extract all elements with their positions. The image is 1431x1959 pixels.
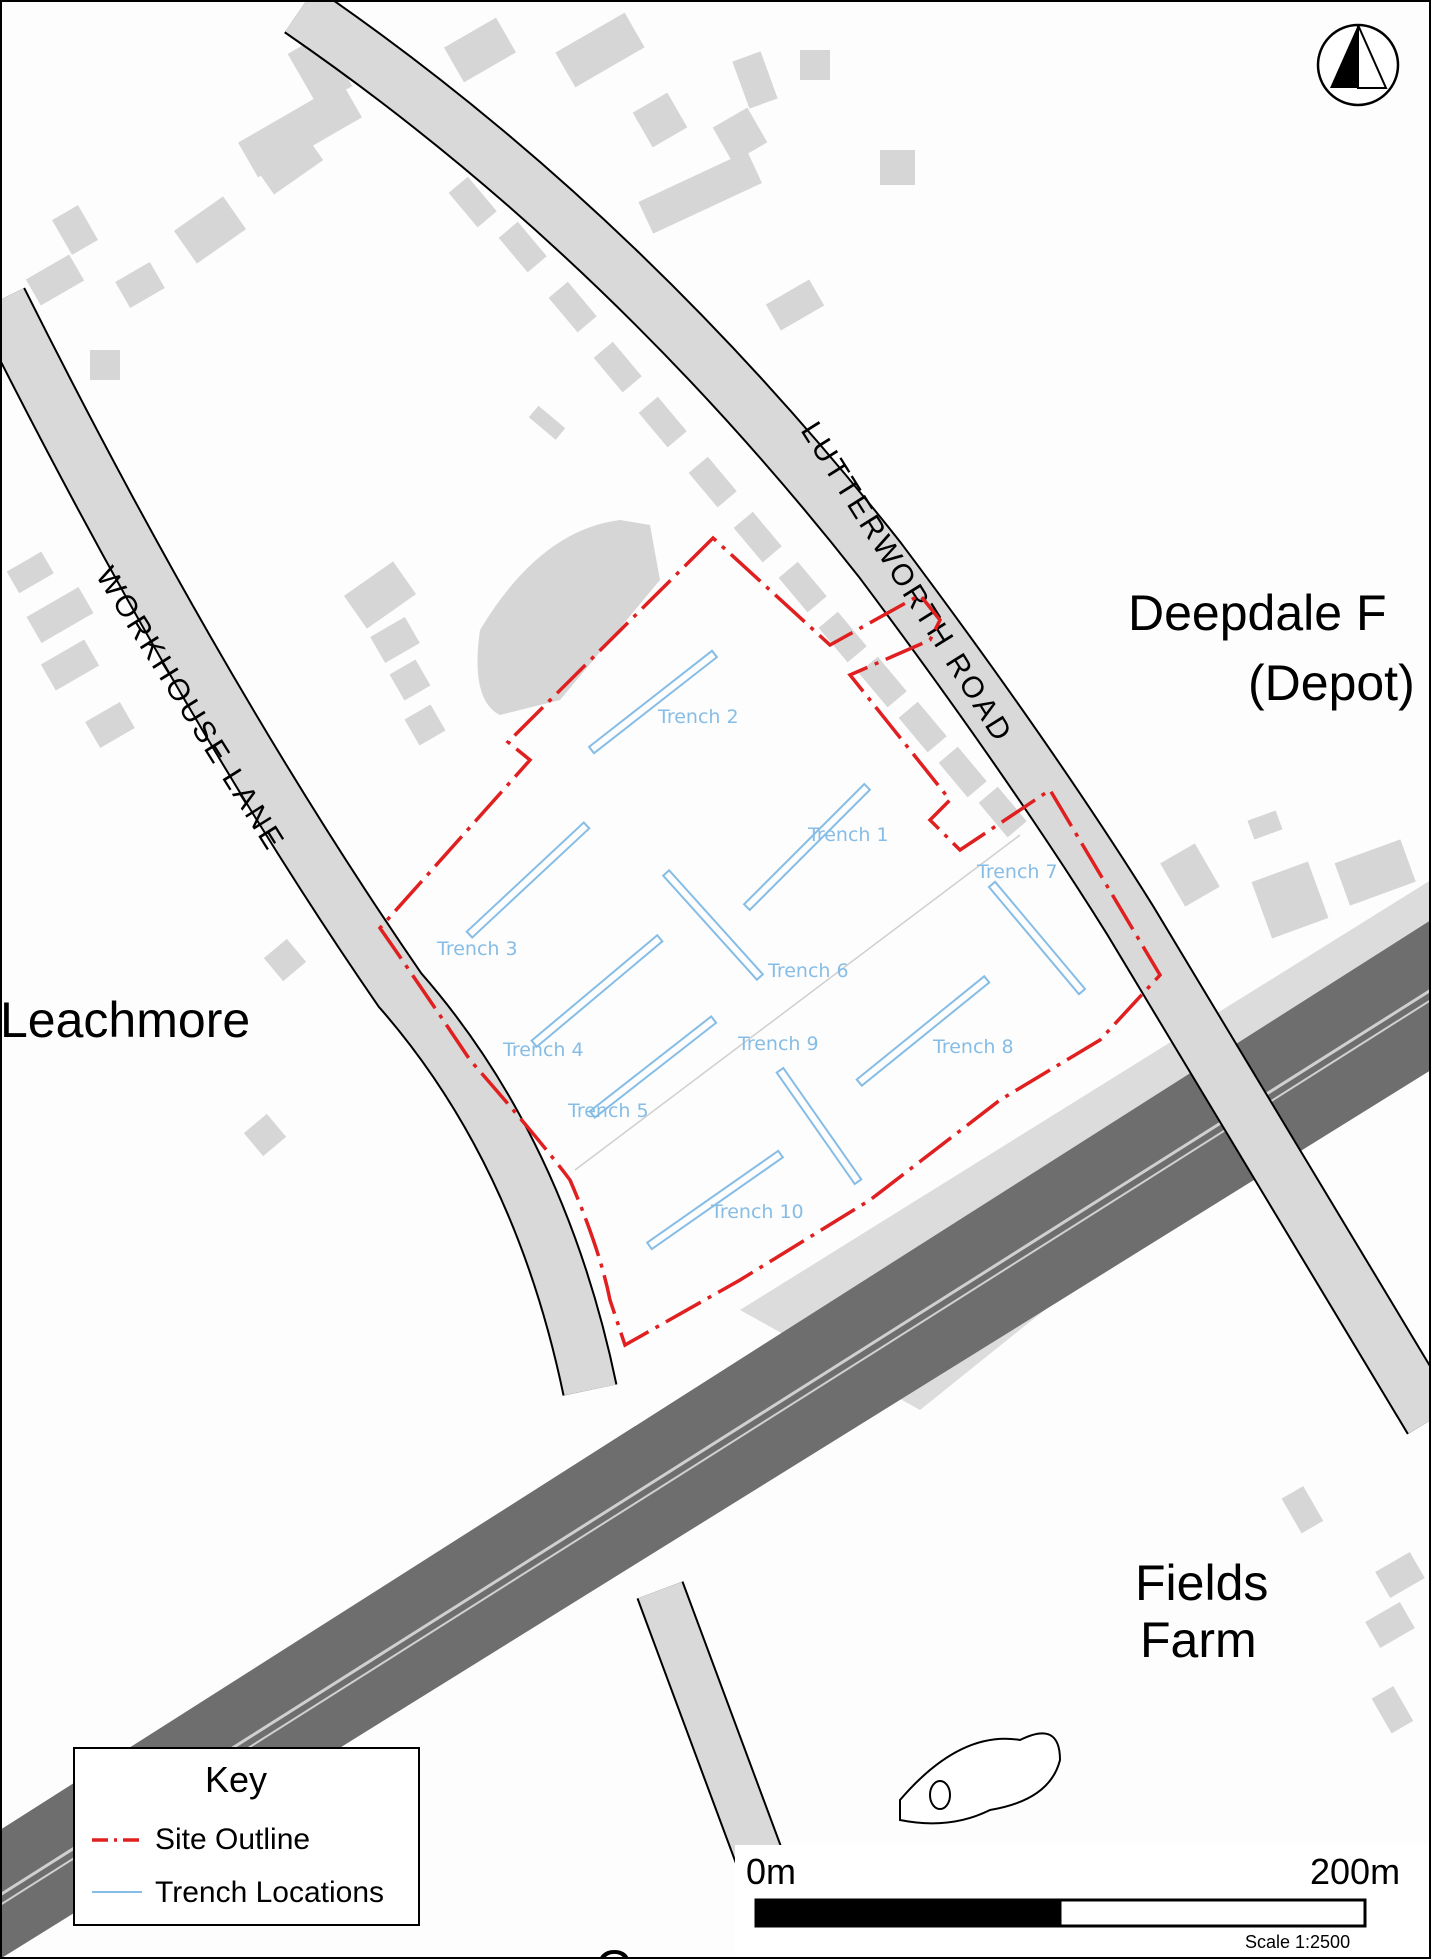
place-label-depot: (Depot) [1248, 655, 1415, 711]
buildings [6, 12, 1425, 1734]
trench-3 [465, 821, 591, 939]
trench-label-4: Trench 4 [502, 1039, 584, 1061]
trench-label-10: Trench 10 [710, 1201, 804, 1223]
trench-label-1: Trench 1 [807, 824, 889, 846]
trenches [465, 649, 1087, 1251]
legend: Key Site Outline Trench Locations [73, 1747, 420, 1926]
scale-bar: 0m 200m Scale 1:2500 [735, 1845, 1431, 1959]
place-label-leachmore: Leachmore [0, 992, 250, 1048]
trench-label-7: Trench 7 [976, 861, 1058, 883]
scale-end-label: 200m [1310, 1851, 1400, 1892]
trench-label-8: Trench 8 [932, 1036, 1014, 1058]
trench-9 [775, 1066, 863, 1186]
scale-ratio-label: Scale 1:2500 [1245, 1932, 1350, 1952]
place-label-fields: Fields [1135, 1555, 1268, 1611]
trench-5 [588, 1015, 718, 1119]
legend-trench-label: Trench Locations [155, 1876, 384, 1909]
trench-2 [587, 649, 719, 755]
scale-start-label: 0m [746, 1851, 796, 1892]
trench-7 [987, 880, 1087, 996]
trench-4 [530, 933, 664, 1049]
trench-label-5: Trench 5 [567, 1100, 649, 1122]
trench-label-3: Trench 3 [436, 938, 518, 960]
trench-8 [855, 974, 991, 1088]
trench-label-9: Trench 9 [737, 1033, 819, 1055]
legend-title: Key [205, 1759, 267, 1800]
trench-label-2: Trench 2 [657, 706, 739, 728]
trench-1 [742, 782, 872, 912]
site-outline [377, 535, 1163, 1348]
place-label-farm: Farm [1140, 1612, 1257, 1668]
site-internal-line [574, 834, 1021, 1171]
trench-6 [661, 868, 765, 982]
trench-label-6: Trench 6 [767, 960, 849, 982]
legend-site-outline-label: Site Outline [155, 1823, 310, 1856]
north-arrow-icon [1316, 23, 1400, 107]
trench-10 [645, 1149, 785, 1251]
place-label-deepdale: Deepdale F [1128, 585, 1387, 641]
